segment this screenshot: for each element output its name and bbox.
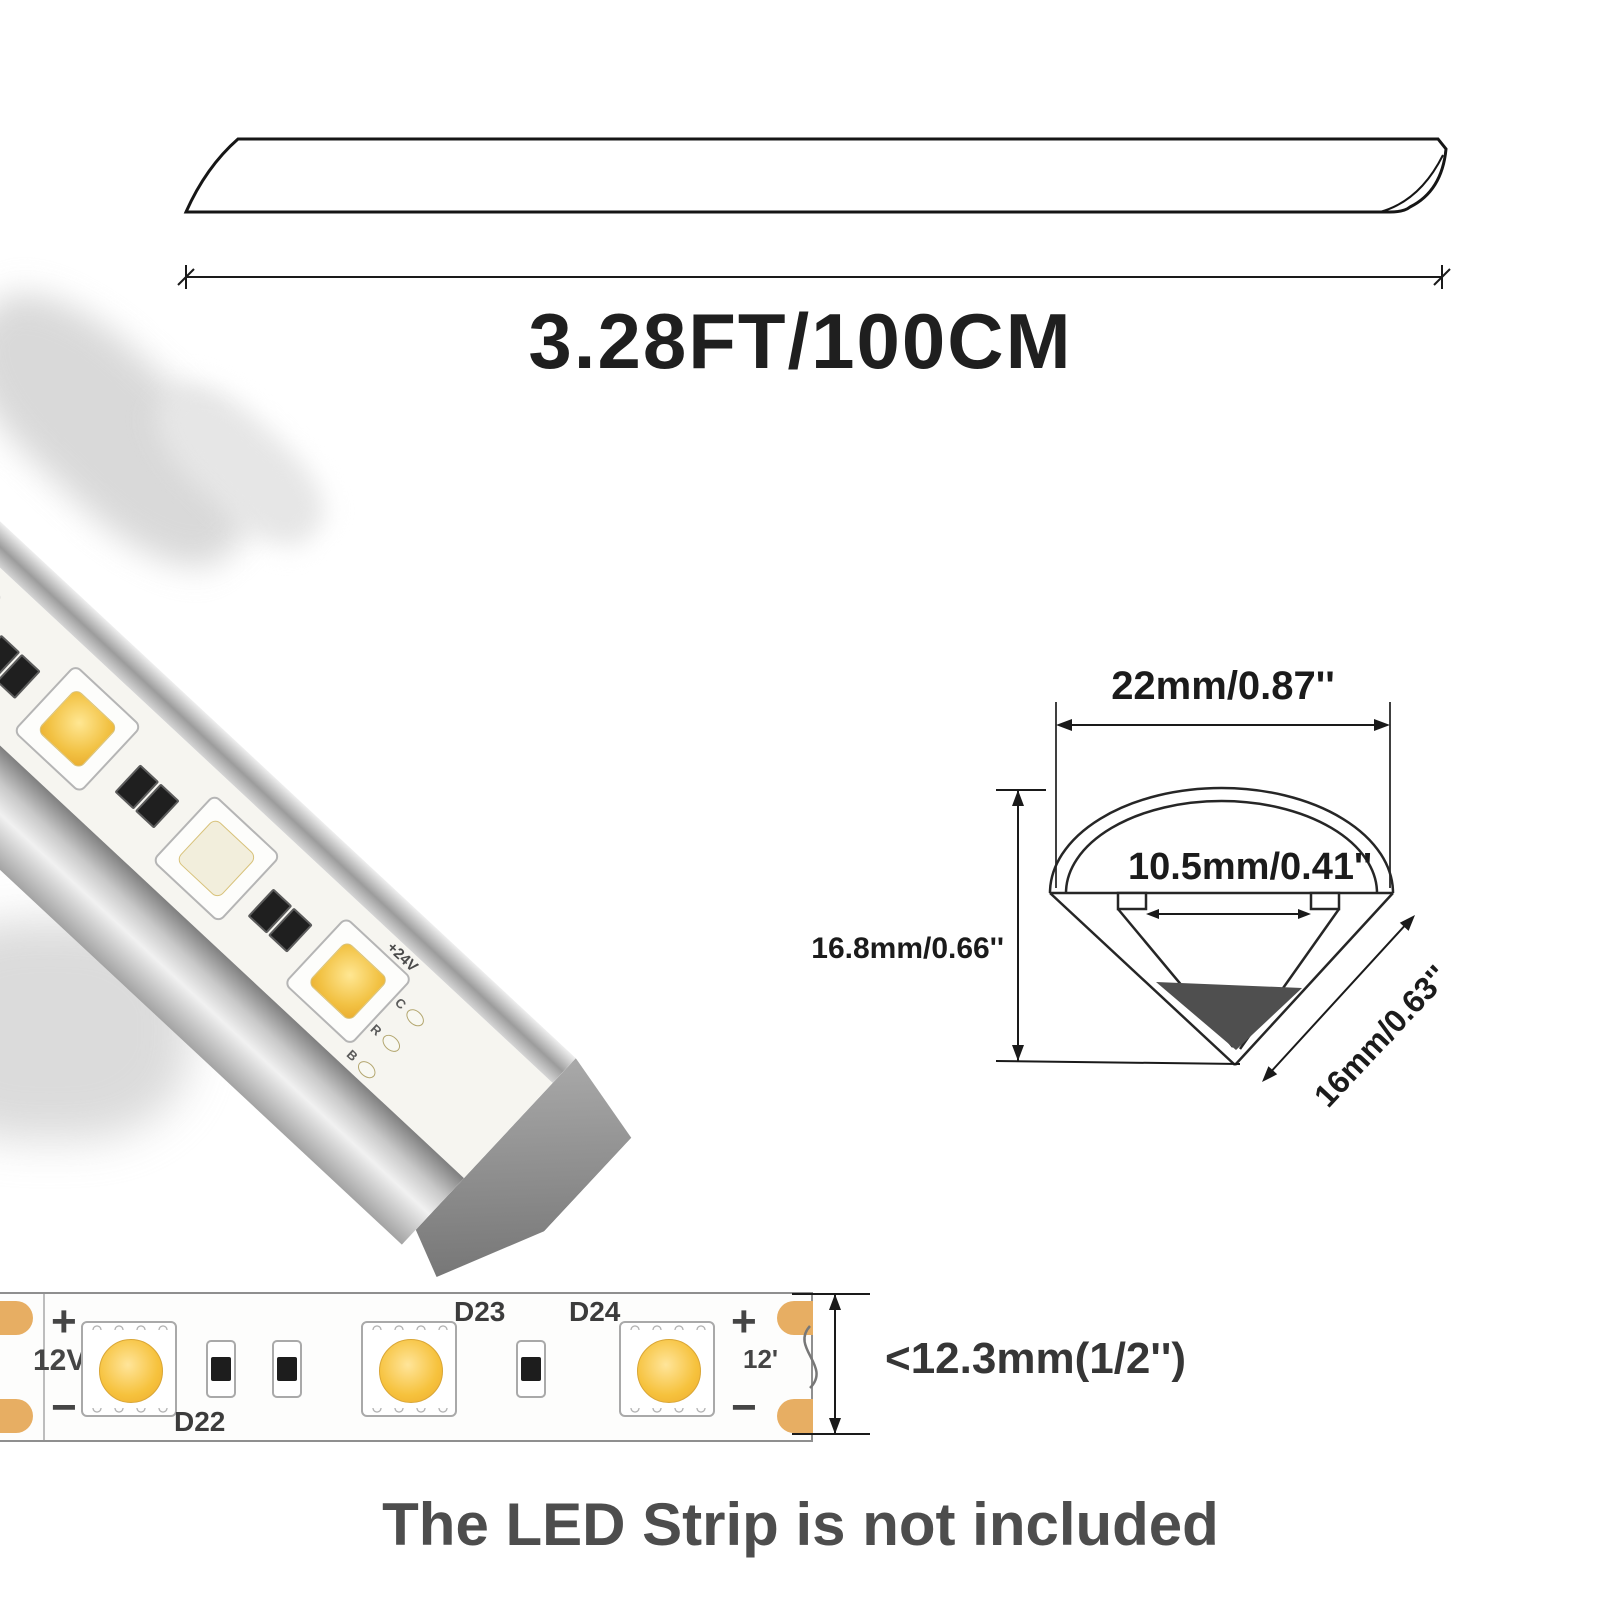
- width-label: 22mm/0.87'': [1111, 664, 1335, 708]
- solder-pad: [403, 1005, 428, 1030]
- channel-letter: B: [343, 1047, 361, 1065]
- profile-side-view-drawing: [177, 137, 1451, 289]
- polarity-minus-right: −: [731, 1383, 757, 1432]
- inner-width-dimension: [1146, 909, 1311, 919]
- profile-cross-section: [1048, 786, 1395, 1066]
- led-die: [307, 940, 390, 1023]
- side-dimension: [1262, 915, 1415, 1082]
- led-die: [99, 1339, 163, 1403]
- copper-pad: [0, 1399, 33, 1433]
- led-die: [379, 1339, 443, 1403]
- solder-pad: [379, 1031, 404, 1056]
- voltage-right: 12': [743, 1344, 779, 1374]
- led-die: [36, 687, 119, 770]
- strip-height-label: <12.3mm(1/2''): [885, 1334, 1186, 1383]
- height-dimension: [995, 789, 1241, 1065]
- height-label: 16.8mm/0.66'': [811, 932, 1004, 965]
- led-chip: [361, 1321, 457, 1417]
- led-die: [175, 817, 258, 900]
- resistor: [516, 1340, 546, 1398]
- resistor: [206, 1340, 236, 1398]
- diode-label-d23: D23: [454, 1296, 506, 1327]
- profile-outline: [183, 137, 1448, 214]
- solder-pad: [355, 1057, 380, 1082]
- polarity-minus-left: −: [51, 1383, 77, 1432]
- resistor: [272, 1340, 302, 1398]
- diode-label-d22: D22: [174, 1406, 226, 1437]
- width-extension-lines: [1055, 702, 1391, 888]
- diode-label-d24: D24: [569, 1296, 621, 1327]
- voltage-left: 12V: [33, 1344, 87, 1377]
- cross-section-drawing: [995, 702, 1415, 1082]
- width-dimension: [1056, 719, 1390, 731]
- led-chip: [619, 1321, 715, 1417]
- corner-shadow: [1156, 982, 1302, 1050]
- copper-pad: [0, 1301, 33, 1335]
- length-dimension-line: [177, 265, 1451, 289]
- resistor-pair: [117, 764, 180, 826]
- resistor-pair: [0, 635, 41, 697]
- copper-pad: [777, 1399, 813, 1433]
- polarity-plus-right: +: [731, 1297, 757, 1346]
- footer-note: The LED Strip is not included: [382, 1491, 1219, 1558]
- led-die: [637, 1339, 701, 1403]
- led-strip-photo: + 12V − D22 D23 D24 + 12' −: [0, 1292, 813, 1442]
- resistor-pair: [250, 888, 313, 950]
- strip-cut-line: [43, 1294, 45, 1440]
- profile-end-curve: [1379, 154, 1444, 213]
- break-mark: [803, 1325, 818, 1389]
- polarity-plus-left: +: [51, 1297, 77, 1346]
- inner-width-label: 10.5mm/0.41'': [1127, 846, 1373, 888]
- length-label: 3.28FT/100CM: [528, 297, 1073, 385]
- strip-height-dimension: [792, 1293, 870, 1435]
- channel-photo: +24V C R B W: [0, 400, 645, 1309]
- led-chip: [81, 1321, 177, 1417]
